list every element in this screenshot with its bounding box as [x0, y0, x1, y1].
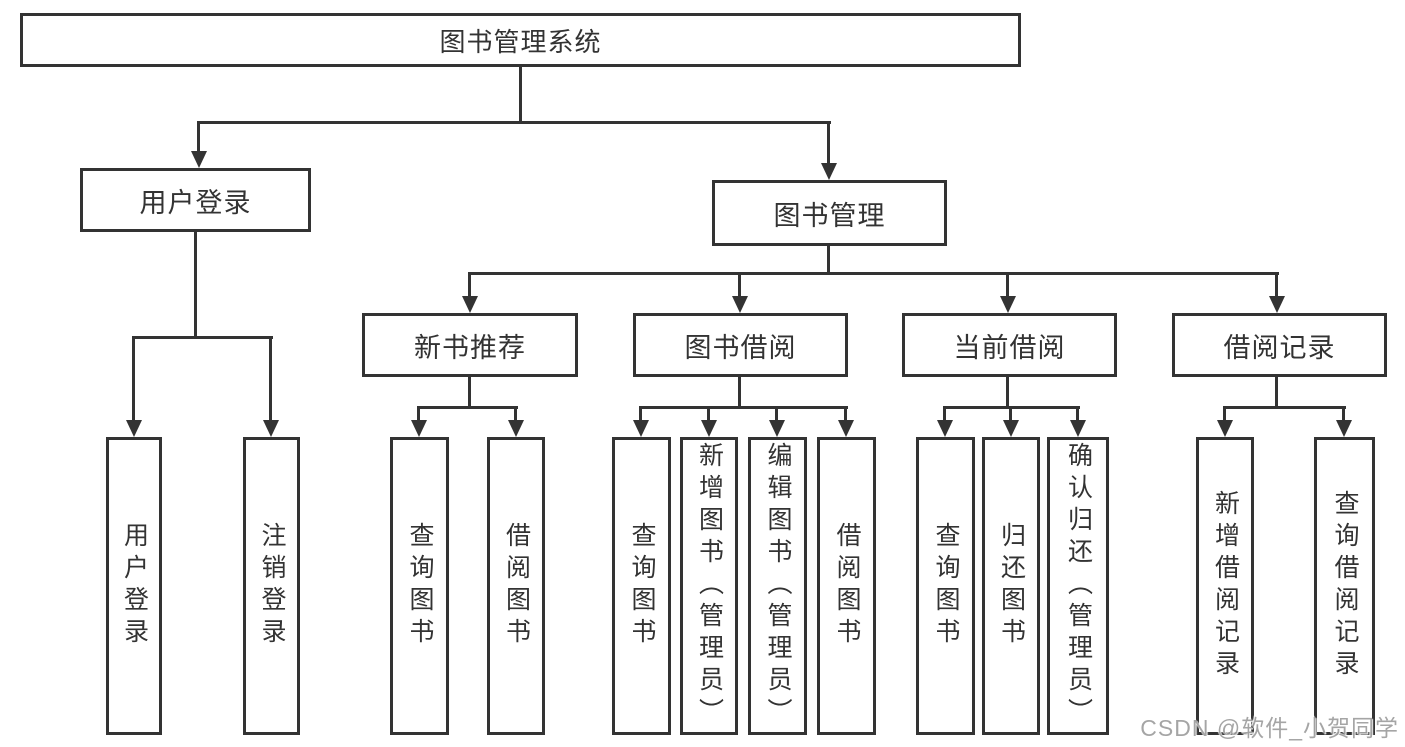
leaf-current-return-books-label: 归还图书: [997, 522, 1026, 650]
node-root-label: 图书管理系统: [439, 26, 602, 57]
arrow-borrow-c3-icon: [769, 420, 785, 437]
arrow-current-c3-icon: [1070, 420, 1086, 437]
leaf-logout-label: 注销登录: [258, 522, 286, 650]
edge-level3-bar: [468, 272, 1279, 275]
leaf-borrow-add-books-admin: 新增图书（管理员）: [680, 437, 738, 735]
edge-current-c2-stem: [1009, 406, 1012, 422]
leaf-current-query-books-label: 查询图书: [932, 522, 960, 650]
arrow-records-c2-icon: [1336, 420, 1352, 437]
edge-newrec-c2-stem: [514, 406, 517, 422]
arrow-records-icon: [1269, 296, 1285, 313]
node-book-borrowing-label: 图书借阅: [684, 332, 797, 363]
leaf-borrow-borrow-books-label: 借阅图书: [833, 522, 861, 650]
arrow-borrow-c2-icon: [701, 420, 717, 437]
leaf-user-login: 用户登录: [106, 437, 162, 735]
arrow-newrec-c1-icon: [411, 420, 427, 437]
arrow-newrec-c2-icon: [508, 420, 524, 437]
edge-borrow-c3-stem: [775, 406, 778, 422]
leaf-current-confirm-return-admin-label: 确认归还（管理员）: [1064, 442, 1093, 730]
node-new-book-recommend: 新书推荐: [362, 313, 578, 377]
arrow-borrow-icon: [732, 296, 748, 313]
edge-borrow-c4-stem: [844, 406, 847, 422]
node-root-system: 图书管理系统: [20, 13, 1021, 67]
arrow-current-c2-icon: [1003, 420, 1019, 437]
node-book-management: 图书管理: [712, 180, 947, 246]
leaf-borrow-edit-books-admin-label: 编辑图书（管理员）: [764, 442, 792, 730]
edge-user-branch-stem: [194, 232, 197, 337]
edge-user-login-stem: [197, 121, 200, 152]
arrow-current-c1-icon: [937, 420, 953, 437]
node-user-login: 用户登录: [80, 168, 311, 232]
edge-records-bar: [1223, 406, 1346, 409]
arrow-newrec-icon: [462, 296, 478, 313]
arrow-records-c1-icon: [1217, 420, 1233, 437]
leaf-borrow-borrow-books: 借阅图书: [817, 437, 876, 735]
leaf-borrow-query-books: 查询图书: [612, 437, 671, 735]
node-borrow-records-label: 借阅记录: [1223, 332, 1336, 363]
leaf-user-login-label: 用户登录: [120, 522, 149, 650]
node-user-login-label: 用户登录: [139, 187, 252, 218]
edge-current-c3-stem: [1076, 406, 1079, 422]
leaf-current-return-books: 归还图书: [982, 437, 1040, 735]
arrow-user-login-icon: [191, 151, 207, 168]
arrow-borrow-c4-icon: [838, 420, 854, 437]
edge-current-stem: [1006, 272, 1009, 298]
edge-newrec-c1-stem: [417, 406, 420, 422]
edge-borrow-c1-stem: [639, 406, 642, 422]
leaf-logout: 注销登录: [243, 437, 300, 735]
arrow-leaf-logout-icon: [263, 420, 279, 437]
edge-current-branch-stem: [1006, 377, 1009, 407]
leaf-current-confirm-return-admin: 确认归还（管理员）: [1047, 437, 1109, 735]
leaf-borrow-edit-books-admin: 编辑图书（管理员）: [748, 437, 807, 735]
leaf-records-query-record: 查询借阅记录: [1314, 437, 1375, 735]
leaf-records-query-record-label: 查询借阅记录: [1331, 490, 1359, 682]
leaf-records-add-record: 新增借阅记录: [1196, 437, 1254, 735]
edge-root-stem: [519, 67, 522, 121]
edge-leaf-logout-stem: [269, 336, 272, 421]
leaf-newrec-borrow-books: 借阅图书: [487, 437, 545, 735]
node-current-borrowing-label: 当前借阅: [953, 332, 1066, 363]
arrow-leaf-login-icon: [126, 420, 142, 437]
leaf-newrec-query-books: 查询图书: [390, 437, 449, 735]
leaf-borrow-query-books-label: 查询图书: [628, 522, 656, 650]
node-new-book-recommend-label: 新书推荐: [414, 332, 526, 363]
csdn-watermark: CSDN @软件_小贺同学: [1140, 715, 1399, 741]
edge-records-c1-stem: [1223, 406, 1226, 422]
edge-records-stem: [1275, 272, 1278, 298]
edge-records-c2-stem: [1342, 406, 1345, 422]
edge-user-branch-bar: [132, 336, 273, 339]
edge-level2-bar: [197, 121, 831, 124]
edge-newrec-bar: [417, 406, 518, 409]
arrow-current-icon: [1000, 296, 1016, 313]
edge-leaf-login-stem: [132, 336, 135, 421]
edge-mgmt-branch-stem: [827, 246, 830, 273]
edge-newrec-branch-stem: [468, 377, 471, 407]
edge-current-c1-stem: [943, 406, 946, 422]
leaf-current-query-books: 查询图书: [916, 437, 975, 735]
edge-records-branch-stem: [1275, 377, 1278, 407]
arrow-book-mgmt-icon: [821, 163, 837, 180]
leaf-borrow-add-books-admin-label: 新增图书（管理员）: [695, 442, 724, 730]
leaf-newrec-borrow-books-label: 借阅图书: [502, 522, 531, 650]
node-book-management-label: 图书管理: [773, 200, 886, 231]
edge-book-mgmt-stem: [827, 121, 830, 164]
node-borrow-records: 借阅记录: [1172, 313, 1387, 377]
edge-newrec-stem: [468, 272, 471, 298]
leaf-newrec-query-books-label: 查询图书: [406, 522, 434, 650]
node-book-borrowing: 图书借阅: [633, 313, 848, 377]
edge-borrow-bar: [639, 406, 848, 409]
edge-borrow-branch-stem: [738, 377, 741, 407]
edge-borrow-stem: [738, 272, 741, 298]
edge-borrow-c2-stem: [707, 406, 710, 422]
node-current-borrowing: 当前借阅: [902, 313, 1117, 377]
leaf-records-add-record-label: 新增借阅记录: [1211, 490, 1240, 682]
arrow-borrow-c1-icon: [633, 420, 649, 437]
